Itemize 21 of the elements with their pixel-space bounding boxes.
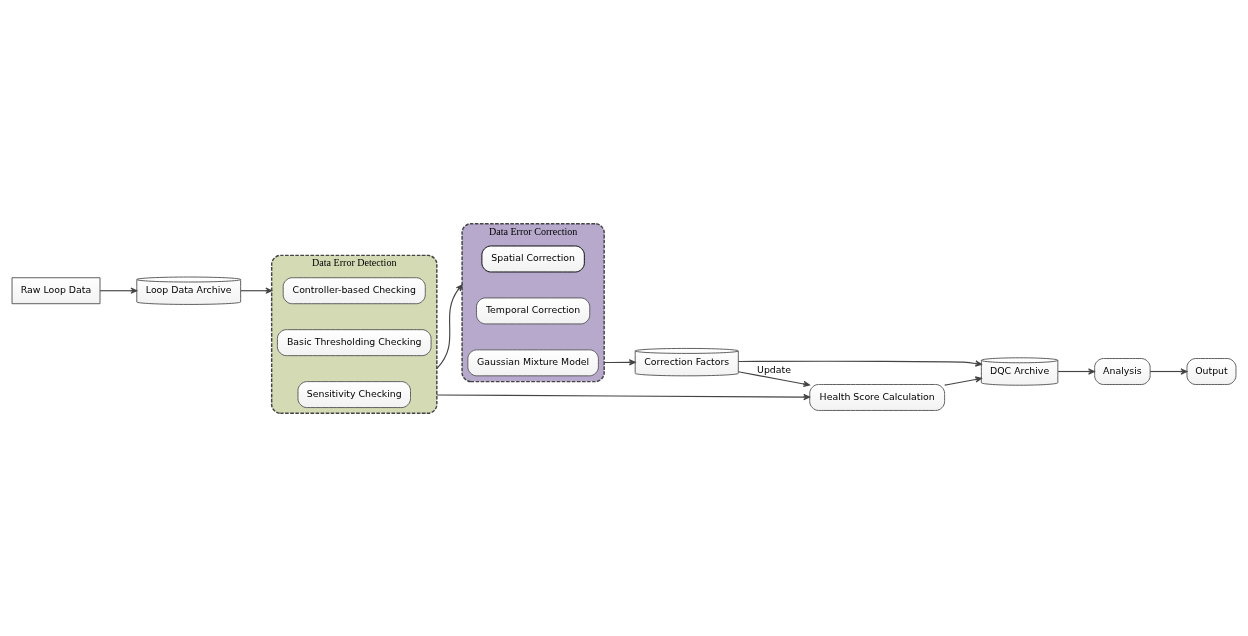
arrow: [1057, 367, 1095, 375]
node-box: Health Score Calculation: [809, 383, 946, 411]
node-box: Basic Thresholding Checking: [276, 328, 432, 356]
arrow: [436, 283, 463, 369]
node-box: Spatial Correction: [481, 245, 585, 272]
node-box: Analysis: [1094, 357, 1151, 385]
node-box: Controller-based Checking: [282, 276, 426, 304]
arrow: [737, 370, 810, 387]
node-box: Raw Loop Data: [11, 276, 101, 304]
arrow: [944, 375, 982, 386]
edge-label: Update: [757, 363, 791, 375]
node-box: Output: [1186, 357, 1237, 385]
node-box: Gaussian Mixture Model: [467, 348, 599, 376]
arrow: [436, 393, 811, 400]
arrow: [99, 287, 138, 294]
node-box: Temporal Correction: [476, 296, 591, 324]
arrow: [1149, 367, 1188, 375]
arrow: [240, 287, 273, 294]
arrow: [737, 359, 982, 367]
arrow: [603, 358, 636, 366]
node-box: Sensitivity Checking: [297, 380, 411, 408]
